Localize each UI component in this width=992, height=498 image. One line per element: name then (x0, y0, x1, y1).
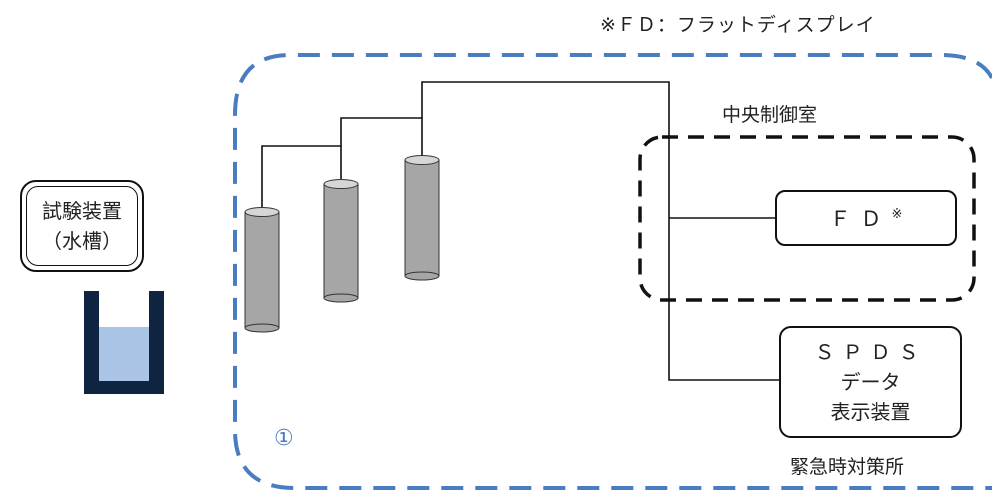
area-marker: ① (274, 426, 294, 451)
footnote: ※ＦＤ：フラットディスプレイ (600, 14, 876, 36)
fd-footnote-mark: ※ (891, 207, 903, 222)
test-device-label: 試験装置 （水槽） (26, 186, 138, 266)
fd-label: ＦＤ※ (830, 203, 903, 233)
spds-line1: ＳＰＤＳ (814, 340, 927, 364)
spds-line3: 表示装置 (830, 400, 911, 424)
monitoring-area-boundary (233, 53, 992, 490)
water-level-sensor (323, 179, 359, 303)
fd-text: ＦＤ (829, 207, 892, 231)
test-device-box: 試験装置 （水槽） (20, 180, 144, 272)
fd-display-box: ＦＤ※ (775, 190, 957, 246)
spds-line2: データ (840, 370, 901, 394)
water-level-sensor (404, 155, 440, 281)
water-level-sensor (244, 207, 280, 333)
central-control-room-label: 中央制御室 (722, 104, 818, 126)
spds-display-box: ＳＰＤＳ データ 表示装置 (779, 326, 962, 438)
test-device-line1: 試験装置 (42, 199, 122, 223)
central-control-room-boundary (638, 135, 976, 302)
water-tank (84, 291, 164, 394)
connection-lines (261, 81, 779, 381)
emergency-response-center-label: 緊急時対策所 (790, 456, 905, 478)
test-device-line2: （水槽） (42, 229, 122, 253)
